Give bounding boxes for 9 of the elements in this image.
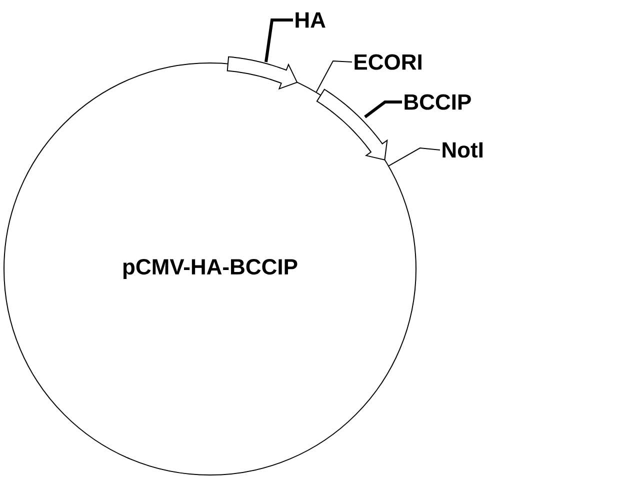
leader-line: [364, 100, 402, 118]
leader-line: [388, 148, 440, 166]
feature-arrow: [226, 56, 298, 90]
feature-label: ECORI: [354, 54, 422, 70]
feature-label: BCCIP: [404, 94, 471, 110]
feature-label: HA: [296, 12, 326, 28]
leader-line: [264, 18, 293, 62]
feature-label: NotI: [442, 142, 482, 158]
leader-line: [316, 60, 352, 92]
